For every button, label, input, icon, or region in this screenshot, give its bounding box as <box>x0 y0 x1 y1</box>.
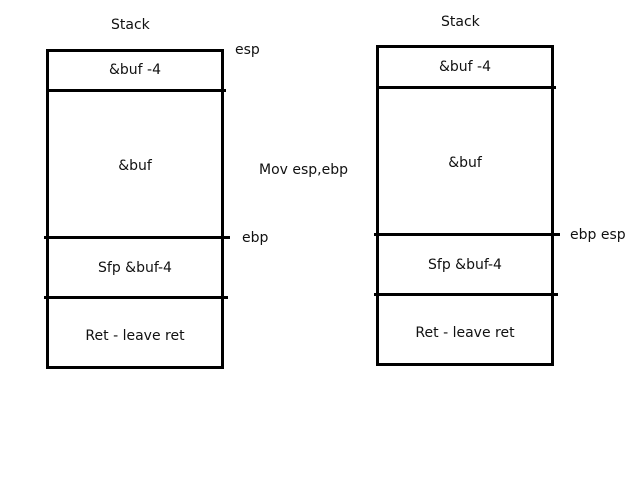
left-stack-title: Stack <box>111 17 150 33</box>
left-divider-3 <box>44 296 228 299</box>
left-divider-2 <box>44 236 230 239</box>
left-ebp-pointer-label: ebp <box>242 230 269 246</box>
left-cell-ret: Ret - leave ret <box>85 328 185 344</box>
instruction-label: Mov esp,ebp <box>259 162 349 178</box>
left-cell-buf-minus-4: &buf -4 <box>108 62 161 78</box>
left-divider-1 <box>46 89 226 92</box>
right-cell-buf: &buf <box>448 155 482 171</box>
right-cell-buf-minus-4: &buf -4 <box>438 59 491 75</box>
right-stack-box <box>376 45 554 366</box>
right-divider-2 <box>374 233 560 236</box>
right-divider-3 <box>374 293 558 296</box>
right-stack-title: Stack <box>441 14 480 30</box>
left-esp-pointer-label: esp <box>235 42 260 58</box>
left-cell-buf: &buf <box>118 158 152 174</box>
right-cell-ret: Ret - leave ret <box>415 325 515 341</box>
left-stack-box <box>46 49 224 369</box>
left-cell-sfp: Sfp &buf-4 <box>98 260 172 276</box>
right-divider-1 <box>376 86 556 89</box>
right-cell-sfp: Sfp &buf-4 <box>428 257 502 273</box>
right-ebp-esp-pointer-label: ebp esp <box>570 227 626 243</box>
